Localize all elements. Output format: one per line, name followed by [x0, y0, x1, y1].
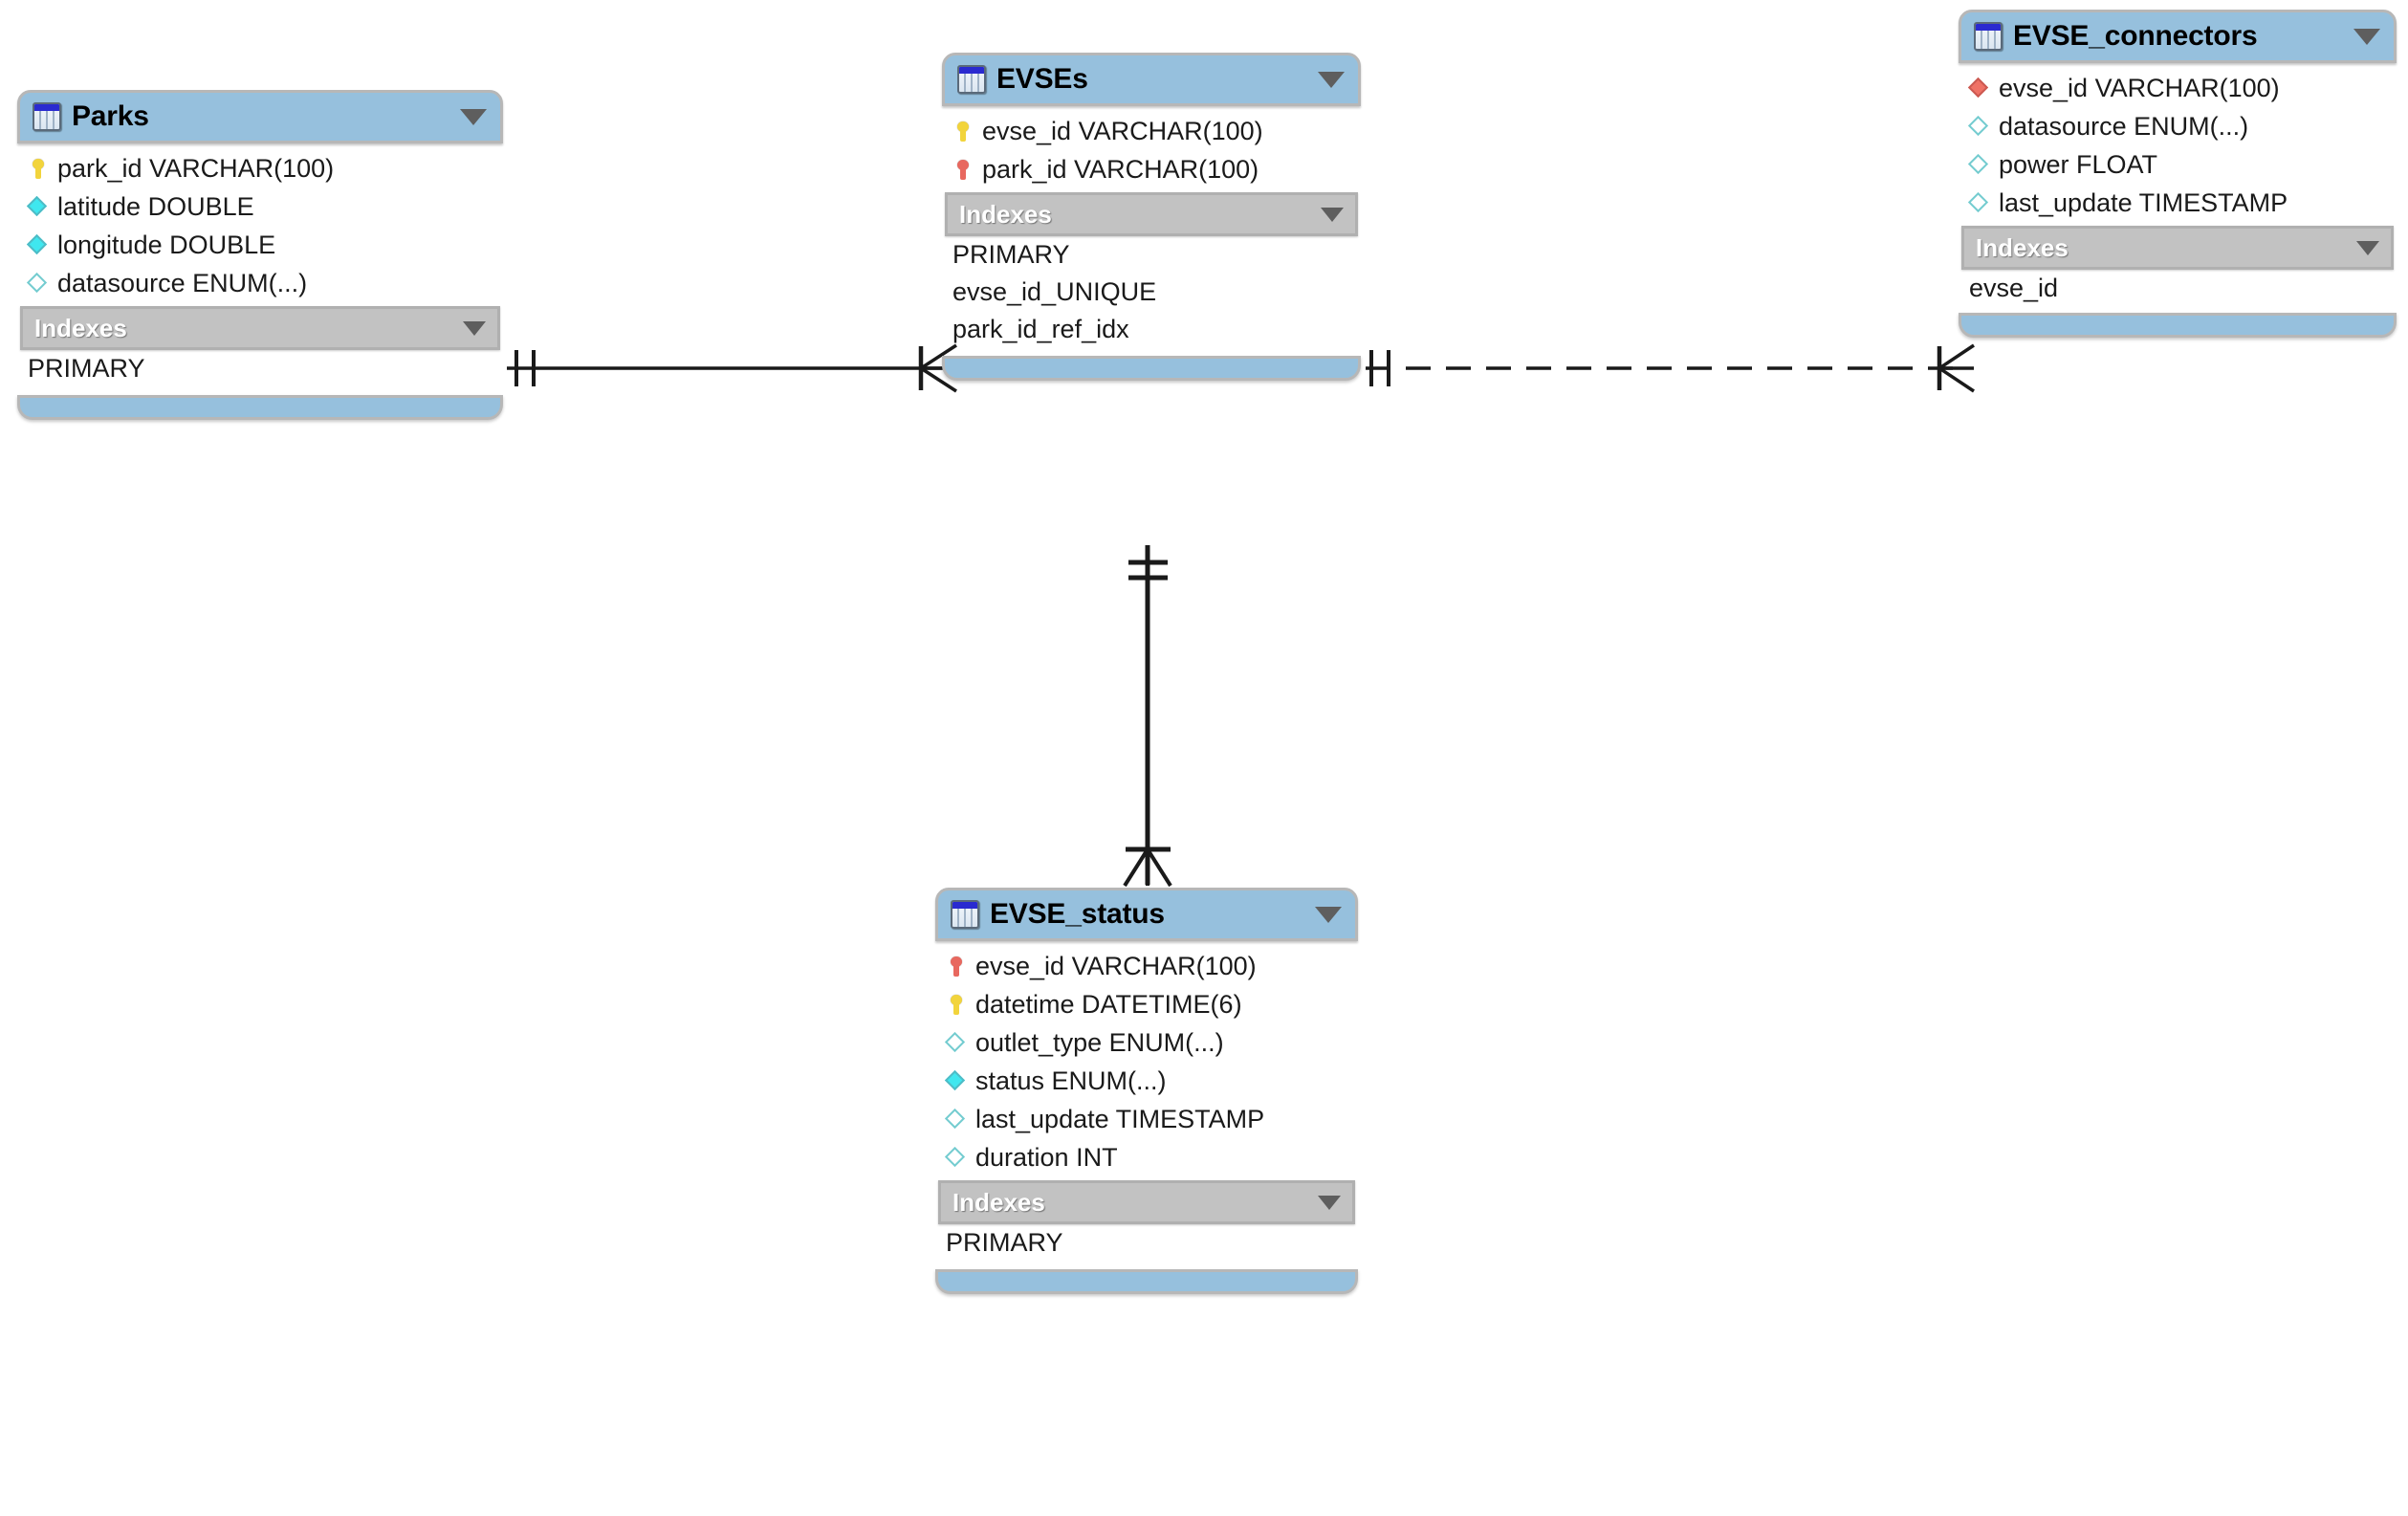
column-label: last_update TIMESTAMP — [1999, 187, 2288, 217]
column-label: park_id VARCHAR(100) — [57, 153, 335, 183]
relationship-evses-to-evse-status[interactable] — [1123, 545, 1172, 888]
table-title: Parks — [72, 100, 149, 132]
table-title: EVSE_status — [990, 898, 1165, 930]
column-row[interactable]: park_id VARCHAR(100) — [942, 150, 1361, 188]
relationship-parks-to-evses[interactable] — [507, 343, 957, 393]
table-parks[interactable]: Parks park_id VARCHAR(100) latitude DOUB… — [17, 90, 503, 420]
indexes-label: Indexes — [952, 1187, 1045, 1217]
column-row[interactable]: evse_id VARCHAR(100) — [935, 947, 1358, 985]
column-row[interactable]: last_update TIMESTAMP — [1959, 184, 2397, 222]
diamond-outline-icon — [26, 271, 51, 296]
column-label: latitude DOUBLE — [57, 191, 254, 221]
chevron-down-icon[interactable] — [2356, 240, 2379, 255]
column-label: evse_id VARCHAR(100) — [975, 951, 1257, 980]
index-row[interactable]: PRIMARY — [952, 240, 1070, 269]
table-title: EVSE_connectors — [2013, 20, 2258, 52]
chevron-down-icon[interactable] — [1318, 1195, 1341, 1210]
table-icon — [951, 900, 979, 929]
column-label: longitude DOUBLE — [57, 230, 276, 259]
column-row[interactable]: park_id VARCHAR(100) — [17, 149, 503, 187]
chevron-down-icon[interactable] — [460, 108, 487, 125]
index-row[interactable]: evse_id_UNIQUE — [952, 277, 1157, 306]
column-label: datasource ENUM(...) — [57, 268, 308, 297]
indexes-label: Indexes — [1976, 232, 2069, 262]
diamond-outline-icon — [944, 1145, 969, 1170]
indexes-label: Indexes — [959, 199, 1052, 229]
table-columns-evses: evse_id VARCHAR(100) park_id VARCHAR(100… — [942, 106, 1361, 348]
chevron-down-icon[interactable] — [1318, 71, 1345, 88]
diamond-outline-icon — [1967, 190, 1992, 215]
column-row[interactable]: outlet_type ENUM(...) — [935, 1023, 1358, 1062]
column-label: evse_id VARCHAR(100) — [1999, 73, 2280, 102]
column-row[interactable]: evse_id VARCHAR(100) — [942, 112, 1361, 150]
index-row[interactable]: park_id_ref_idx — [952, 315, 1129, 343]
table-icon — [957, 65, 986, 94]
table-title: EVSEs — [996, 63, 1088, 95]
table-columns-evse-status: evse_id VARCHAR(100) datetime DATETIME(6… — [935, 941, 1358, 1262]
table-footer — [1959, 313, 2397, 338]
column-row[interactable]: datasource ENUM(...) — [17, 264, 503, 302]
column-row[interactable]: datasource ENUM(...) — [1959, 107, 2397, 145]
column-label: park_id VARCHAR(100) — [982, 154, 1259, 184]
diamond-outline-icon — [944, 1030, 969, 1055]
column-row[interactable]: power FLOAT — [1959, 145, 2397, 184]
index-row[interactable]: PRIMARY — [28, 354, 145, 383]
indexes-header[interactable]: Indexes — [1961, 226, 2394, 270]
column-label: evse_id VARCHAR(100) — [982, 116, 1263, 145]
diamond-filled-icon — [26, 232, 51, 257]
table-footer — [17, 395, 503, 420]
column-row[interactable]: last_update TIMESTAMP — [935, 1100, 1358, 1138]
table-evse-status[interactable]: EVSE_status evse_id VARCHAR(100) datetim… — [935, 888, 1358, 1294]
key-primary-icon — [26, 156, 51, 181]
table-header-evses[interactable]: EVSEs — [942, 53, 1361, 106]
key-primary-icon — [951, 119, 975, 143]
indexes-label: Indexes — [34, 313, 127, 342]
table-header-parks[interactable]: Parks — [17, 90, 503, 143]
indexes-header[interactable]: Indexes — [20, 306, 500, 350]
column-label: duration INT — [975, 1142, 1118, 1172]
table-header-evse-connectors[interactable]: EVSE_connectors — [1959, 10, 2397, 63]
relationship-evses-to-evse-connectors[interactable] — [1366, 343, 1975, 393]
column-label: power FLOAT — [1999, 149, 2158, 179]
column-row[interactable]: datetime DATETIME(6) — [935, 985, 1358, 1023]
column-label: status ENUM(...) — [975, 1066, 1167, 1095]
column-row[interactable]: status ENUM(...) — [935, 1062, 1358, 1100]
table-footer — [942, 356, 1361, 381]
column-row[interactable]: evse_id VARCHAR(100) — [1959, 69, 2397, 107]
column-label: last_update TIMESTAMP — [975, 1104, 1265, 1133]
column-row[interactable]: duration INT — [935, 1138, 1358, 1176]
indexes-header[interactable]: Indexes — [945, 192, 1358, 236]
table-columns-parks: park_id VARCHAR(100) latitude DOUBLE lon… — [17, 143, 503, 387]
table-icon — [1974, 22, 2003, 51]
table-evses[interactable]: EVSEs evse_id VARCHAR(100) park_id VARCH… — [942, 53, 1361, 381]
index-row[interactable]: PRIMARY — [946, 1228, 1063, 1257]
table-header-evse-status[interactable]: EVSE_status — [935, 888, 1358, 941]
chevron-down-icon[interactable] — [1315, 906, 1342, 923]
chevron-down-icon[interactable] — [2353, 28, 2380, 45]
column-label: datetime DATETIME(6) — [975, 989, 1242, 1019]
key-foreign-icon — [944, 954, 969, 978]
diamond-filled-icon — [944, 1068, 969, 1093]
table-evse-connectors[interactable]: EVSE_connectors evse_id VARCHAR(100) dat… — [1959, 10, 2397, 338]
table-footer — [935, 1269, 1358, 1294]
column-row[interactable]: latitude DOUBLE — [17, 187, 503, 226]
key-primary-icon — [944, 992, 969, 1017]
chevron-down-icon[interactable] — [463, 320, 486, 336]
diamond-outline-icon — [1967, 152, 1992, 177]
column-label: outlet_type ENUM(...) — [975, 1027, 1224, 1057]
diamond-foreign-icon — [1967, 76, 1992, 100]
column-row[interactable]: longitude DOUBLE — [17, 226, 503, 264]
chevron-down-icon[interactable] — [1321, 207, 1344, 222]
table-icon — [33, 102, 61, 131]
indexes-header[interactable]: Indexes — [938, 1180, 1355, 1224]
column-label: datasource ENUM(...) — [1999, 111, 2249, 141]
diamond-outline-icon — [944, 1107, 969, 1132]
key-foreign-icon — [951, 157, 975, 182]
index-row[interactable]: evse_id — [1969, 274, 2059, 302]
diamond-outline-icon — [1967, 114, 1992, 139]
diamond-filled-icon — [26, 194, 51, 219]
table-columns-evse-connectors: evse_id VARCHAR(100) datasource ENUM(...… — [1959, 63, 2397, 307]
